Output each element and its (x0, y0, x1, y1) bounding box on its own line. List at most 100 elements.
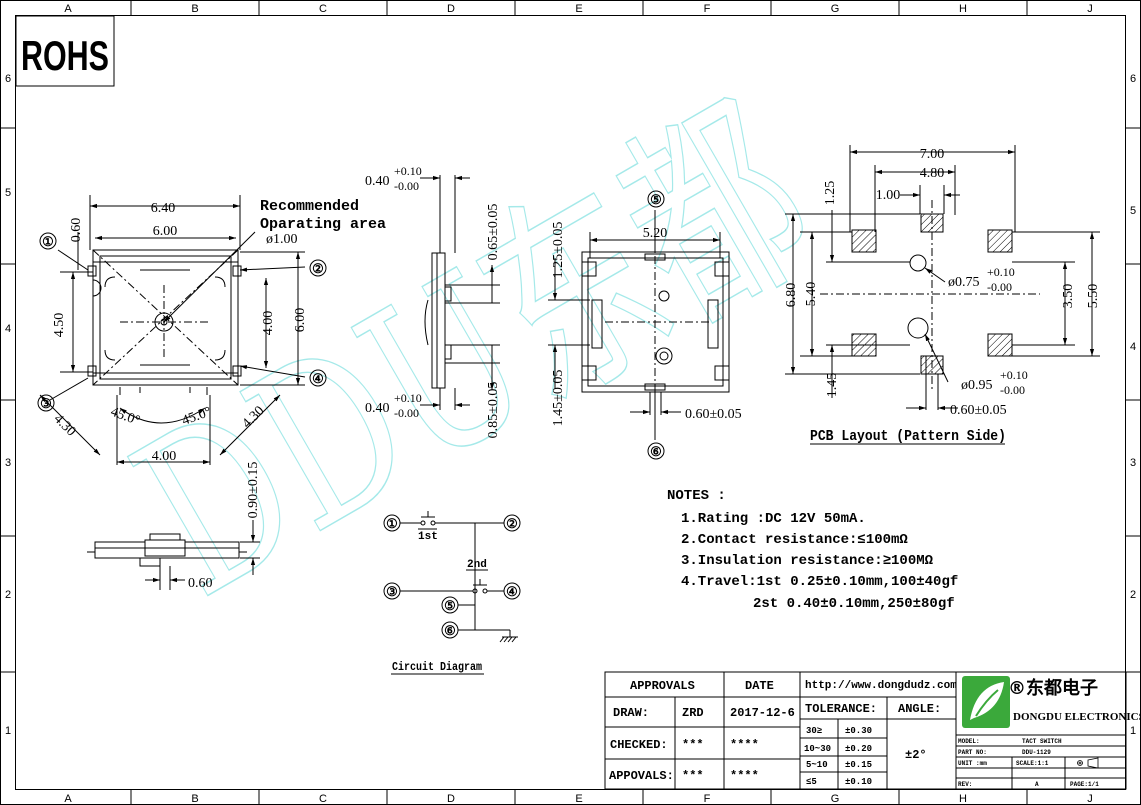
circuit-label-2nd: 2nd (467, 559, 487, 571)
bottom-dim-pin: 0.60±0.05 (685, 407, 742, 422)
note-item: 2st 0.40±0.10mm,250±80gf (753, 596, 955, 612)
col-label-bottom: D (447, 793, 455, 805)
pcb-dim-h-total: 6.80 (784, 283, 799, 308)
tb-tol-range: ≤5 (806, 777, 817, 787)
col-label-bottom: A (64, 793, 72, 805)
pcb-dim-bottom-h: 1.45 (825, 373, 840, 398)
col-label-bottom: C (319, 793, 327, 805)
tb-checked-name: *** (682, 738, 704, 752)
note-item: 1.Rating :DC 12V 50mA. (681, 511, 866, 527)
note-item: 4.Travel:1st 0.25±0.10mm,100±40gf (681, 574, 958, 590)
tb-company-cn: ®东都电子 (1008, 677, 1098, 699)
pin-1-callout: ① (42, 234, 54, 249)
pcb-layout (785, 145, 1100, 445)
bottom-dim-lower: 1.45±0.05 (551, 370, 566, 427)
tb-tolerance-label: TOLERANCE: (805, 702, 877, 716)
inner-frame (15, 15, 1126, 790)
side-top-tol: 0.40 (365, 174, 390, 189)
tb-tol-value: ±0.20 (845, 744, 872, 754)
tb-appovals-label: APPOVALS: (609, 769, 674, 783)
circuit-pin-4: ④ (506, 584, 518, 599)
dim-top-height-inner: 4.00 (261, 311, 276, 336)
col-label-bottom: E (575, 793, 582, 805)
top-view (39, 195, 306, 465)
projection-symbol-icon (1077, 757, 1099, 769)
pcb-dim-top-h: 1.25 (823, 181, 838, 206)
col-label-top: D (447, 3, 455, 15)
tb-approvals-header: APPROVALS (630, 679, 695, 693)
tb-tol-range: 5~10 (806, 760, 828, 770)
pcb-dim-right-outer: 5.50 (1086, 284, 1101, 309)
tb-rev-value: A (1035, 781, 1039, 788)
operating-dia-label: ø1.00 (266, 232, 298, 247)
pcb-hole1-plus: +0.10 (987, 265, 1015, 279)
dim-top-height-left: 4.50 (52, 313, 67, 338)
pcb-dim-right-inner: 3.50 (1061, 284, 1076, 309)
col-label-top: A (64, 3, 72, 15)
row-label-left: 2 (5, 589, 11, 601)
title-block-grid (604, 671, 1127, 790)
rohs-box (15, 15, 115, 87)
tb-angle-value: ±2° (905, 748, 927, 762)
tb-partno-value: DDU-1129 (1022, 749, 1051, 756)
tb-unit: UNIT :mm (958, 760, 987, 767)
side-dim-lower: 0.85±0.05 (486, 382, 501, 439)
col-label-bottom: F (704, 793, 711, 805)
circuit-pin-5: ⑤ (444, 598, 456, 613)
note-item: 2.Contact resistance:≤100mΩ (681, 532, 908, 548)
side-view (420, 175, 500, 410)
col-label-top: F (704, 3, 711, 15)
tb-model-label: MODEL: (958, 738, 980, 745)
pin-6-callout: ⑥ (650, 444, 662, 459)
row-label-right: 1 (1130, 725, 1136, 737)
tb-partno-label: PART NO: (958, 749, 987, 756)
col-label-top: J (1087, 3, 1093, 15)
tb-draw-date: 2017-12-6 (730, 706, 795, 720)
tb-appovals-name: *** (682, 769, 704, 783)
tb-tol-value: ±0.15 (845, 760, 872, 770)
pcb-hole2-dia: ø0.95 (961, 378, 993, 393)
pin-3-callout: ③ (40, 396, 52, 411)
dim-top-height-outer: 6.00 (293, 308, 308, 333)
tb-draw-name: ZRD (682, 706, 704, 720)
operating-area-label: Oparating area (260, 216, 386, 233)
pcb-dim-w-inner: 4.80 (920, 166, 945, 181)
front-dim-height: 0.90±0.15 (246, 462, 261, 519)
dongdu-logo-icon (962, 676, 1010, 728)
pcb-hole1-dia: ø0.75 (948, 275, 980, 290)
row-label-right: 4 (1130, 341, 1136, 353)
dim-top-bottom-w: 4.00 (152, 449, 177, 464)
note-item: 3.Insulation resistance:≥100MΩ (681, 553, 934, 569)
tb-date-header: DATE (745, 679, 774, 693)
pcb-hole2-plus: +0.10 (1000, 368, 1028, 382)
circuit-label-1st: 1st (418, 531, 438, 543)
row-label-left: 3 (5, 457, 11, 469)
tb-draw-label: DRAW: (613, 706, 649, 720)
side-top-minus: -0.00 (394, 179, 419, 193)
col-label-bottom: J (1087, 793, 1093, 805)
tb-rev-label: REV: (958, 781, 972, 788)
pcb-title: PCB Layout (Pattern Side) (810, 428, 1006, 445)
pin-5-callout: ⑤ (650, 192, 662, 207)
recommended-label: Recommended (260, 198, 359, 215)
circuit-diagram (383, 511, 521, 675)
tb-page: PAGE:1/1 (1070, 781, 1099, 788)
side-dim-upper: 0.65±0.05 (486, 204, 501, 261)
col-label-top: H (959, 3, 967, 15)
dim-top-left-pad: 0.60 (69, 218, 84, 243)
row-label-left: 4 (5, 323, 11, 335)
rohs-mark: ROHS (21, 32, 109, 79)
row-label-right: 6 (1130, 73, 1136, 85)
pcb-dim-pad-w: 1.00 (876, 188, 901, 203)
tb-checked-date: **** (730, 738, 759, 752)
side-bot-tol: 0.40 (365, 401, 390, 416)
tb-tol-value: ±0.10 (845, 777, 872, 787)
tb-website: http://www.dongdudz.com (805, 680, 957, 692)
col-label-bottom: B (191, 793, 198, 805)
tb-angle-label: ANGLE: (898, 702, 941, 716)
pcb-hole1-minus: -0.00 (987, 280, 1012, 294)
bottom-view (548, 210, 730, 440)
tb-checked-label: CHECKED: (610, 738, 668, 752)
